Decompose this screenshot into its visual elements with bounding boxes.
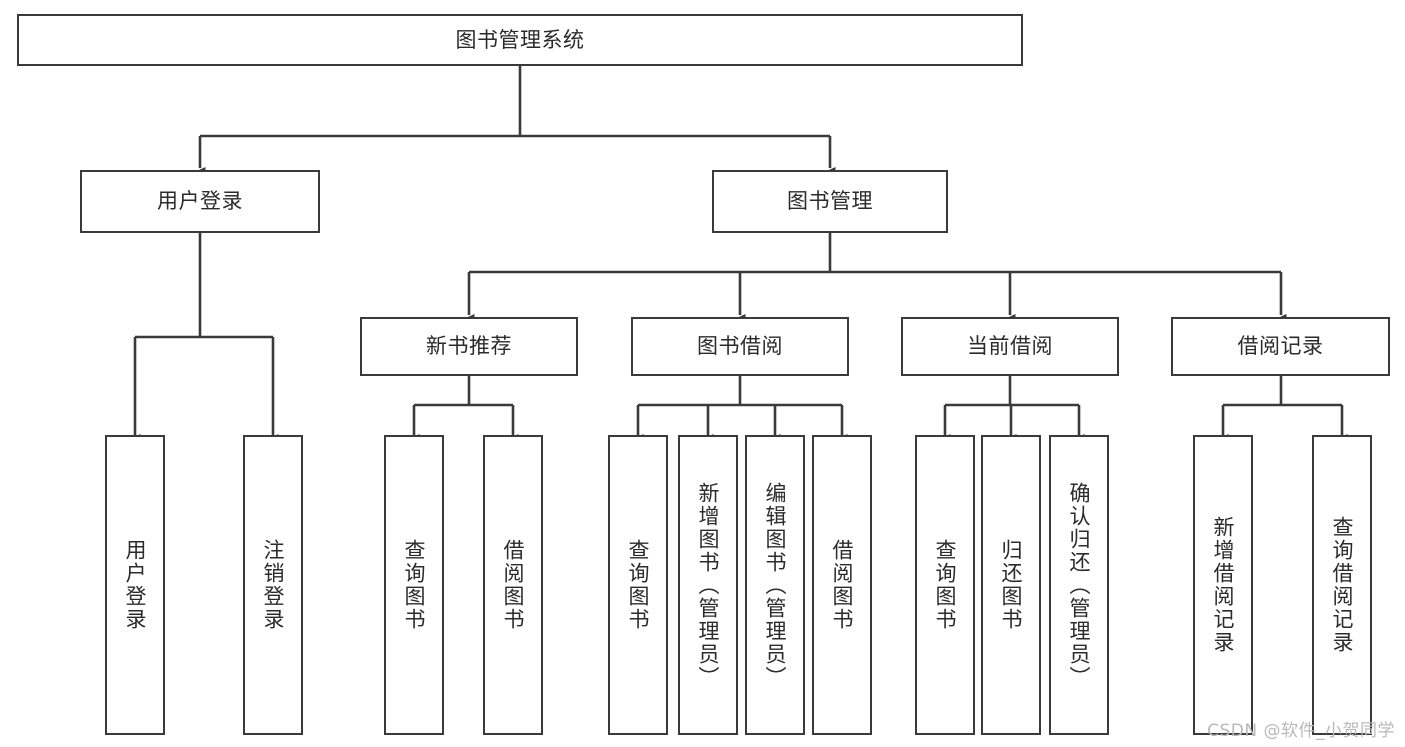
node-borrow-record[interactable]: 借阅记录 <box>1171 317 1390 376</box>
node-book-manage[interactable]: 图书管理 <box>712 170 948 233</box>
node-current-borrow[interactable]: 当前借阅 <box>901 317 1119 376</box>
node-new-book-recommend-label: 新书推荐 <box>426 334 512 359</box>
node-leaf-edit-book[interactable]: 编辑图书（管理员） <box>745 435 805 735</box>
node-leaf-query-book-3[interactable]: 查询图书 <box>915 435 975 735</box>
node-leaf-borrow-book-1-label: 借阅图书 <box>501 539 526 631</box>
node-root-label: 图书管理系统 <box>455 27 585 52</box>
node-leaf-user-login[interactable]: 用户登录 <box>105 435 165 735</box>
csdn-watermark: CSDN @软件_小贺同学 <box>1207 721 1395 741</box>
node-leaf-query-borrow-record-label: 查询借阅记录 <box>1330 516 1355 654</box>
node-leaf-query-book-1[interactable]: 查询图书 <box>384 435 444 735</box>
node-borrow-record-label: 借阅记录 <box>1237 334 1324 359</box>
node-leaf-query-book-1-label: 查询图书 <box>402 539 427 631</box>
node-leaf-add-book[interactable]: 新增图书（管理员） <box>678 435 738 735</box>
node-root[interactable]: 图书管理系统 <box>17 14 1023 66</box>
node-leaf-confirm-return[interactable]: 确认归还（管理员） <box>1049 435 1109 735</box>
node-leaf-query-book-2-label: 查询图书 <box>626 539 651 631</box>
node-leaf-borrow-book-2[interactable]: 借阅图书 <box>812 435 872 735</box>
node-leaf-add-borrow-record[interactable]: 新增借阅记录 <box>1193 435 1253 735</box>
node-leaf-user-login-label: 用户登录 <box>123 539 148 631</box>
node-leaf-borrow-book-2-label: 借阅图书 <box>830 539 855 631</box>
node-current-borrow-label: 当前借阅 <box>967 334 1053 359</box>
node-new-book-recommend[interactable]: 新书推荐 <box>360 317 578 376</box>
node-leaf-query-book-2[interactable]: 查询图书 <box>608 435 668 735</box>
node-leaf-return-book-label: 归还图书 <box>999 539 1024 631</box>
node-leaf-logout[interactable]: 注销登录 <box>243 435 303 735</box>
node-leaf-confirm-return-label: 确认归还（管理员） <box>1067 481 1092 689</box>
node-user-login-label: 用户登录 <box>157 189 243 214</box>
node-leaf-borrow-book-1[interactable]: 借阅图书 <box>483 435 543 735</box>
node-leaf-logout-label: 注销登录 <box>261 539 286 631</box>
node-leaf-add-book-label: 新增图书（管理员） <box>696 481 721 689</box>
node-book-borrow-label: 图书借阅 <box>697 334 783 359</box>
node-book-manage-label: 图书管理 <box>787 189 873 214</box>
node-leaf-add-borrow-record-label: 新增借阅记录 <box>1211 516 1236 654</box>
node-book-borrow[interactable]: 图书借阅 <box>631 317 849 376</box>
node-user-login[interactable]: 用户登录 <box>80 170 320 233</box>
node-leaf-return-book[interactable]: 归还图书 <box>981 435 1041 735</box>
node-leaf-query-borrow-record[interactable]: 查询借阅记录 <box>1312 435 1372 735</box>
node-leaf-edit-book-label: 编辑图书（管理员） <box>763 481 788 689</box>
node-leaf-query-book-3-label: 查询图书 <box>933 539 958 631</box>
